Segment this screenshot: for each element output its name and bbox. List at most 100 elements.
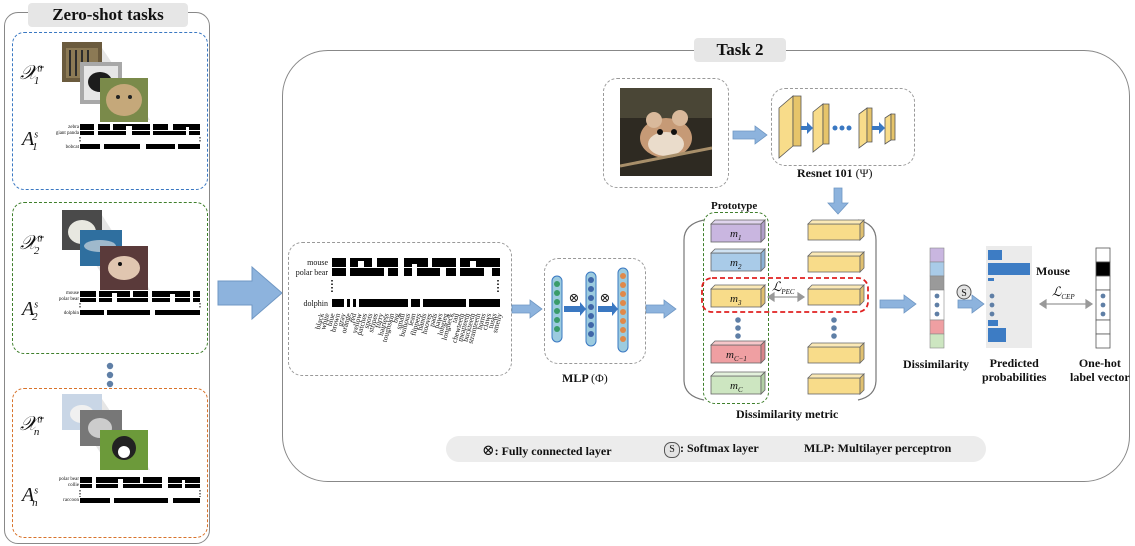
- legend-fc: ⊗: Fully connected layer: [482, 443, 612, 459]
- main-panel-title: Task 2: [694, 38, 786, 62]
- prototype-label-mc: mC: [730, 380, 743, 394]
- dissimilarity-metric-label: Dissimilarity metric: [736, 407, 839, 421]
- mouse-image: [620, 88, 712, 176]
- prototype-label: Prototype: [711, 200, 758, 212]
- task-1-box: [12, 32, 208, 190]
- attribute-label: pads: [427, 312, 439, 328]
- attribute-label: white: [318, 312, 331, 331]
- attribute-label: tail: [450, 312, 461, 324]
- mlp-layer-1: [551, 275, 563, 343]
- one-hot-vector: [1095, 247, 1111, 349]
- prototype-label-m1: m1: [730, 228, 741, 242]
- task-2-row-label-1: mouse: [66, 291, 80, 296]
- feature-ellipsis: [831, 317, 837, 339]
- prototype-ellipsis: [735, 317, 741, 339]
- task-n-attr-matrix: [80, 477, 200, 503]
- attr-row-label-polar-bear: polar bear: [296, 268, 329, 277]
- task-1-x-label: 𝒳tr1: [20, 62, 44, 87]
- prototype-block-mc1: [710, 340, 766, 364]
- legend-fc-symbol: ⊗: [482, 443, 495, 459]
- attribute-label: black: [313, 312, 326, 330]
- attribute-label: hands: [415, 312, 428, 331]
- task-n-a-label: Asn: [22, 484, 39, 509]
- dissimilarity-label: Dissimilarity: [903, 357, 969, 371]
- task-2-row-label-3: dolphin: [64, 311, 80, 316]
- prototype-label-m3: m3: [730, 293, 742, 307]
- mouse-label: Mouse: [1036, 264, 1070, 278]
- prototype-block-m3: [710, 284, 766, 308]
- arrow-image-to-resnet: [732, 125, 768, 145]
- task-1-row-label-3: bobcat: [66, 145, 80, 150]
- attribute-label: big: [390, 312, 401, 324]
- attribute-label: small: [394, 312, 407, 330]
- attr-row-label-dolphin: dolphin: [304, 299, 328, 308]
- task-1-row-label-2: giant panda: [56, 131, 80, 136]
- arrow-metric-to-dissimilarity: [879, 294, 917, 314]
- attribute-label: red: [347, 312, 358, 324]
- prototype-label-m2: m2: [730, 257, 742, 271]
- loss-pec-label: ℒPEC: [772, 279, 795, 296]
- task-1-image-stack: [62, 42, 150, 122]
- task-2-x-label: 𝒳tr2: [20, 232, 44, 257]
- pec-arrow: [766, 291, 806, 303]
- attribute-label: lean: [406, 312, 418, 327]
- task-2-attr-matrix: [80, 291, 200, 315]
- arrow-resnet-to-features: [827, 187, 849, 215]
- loss-cep-label: ℒCEP: [1052, 284, 1075, 301]
- attribute-label: horns: [475, 312, 488, 331]
- softmax-symbol-flow: [956, 284, 972, 300]
- fc-symbol-2: ⊗: [600, 290, 611, 305]
- prototype-block-m2: [710, 248, 766, 272]
- task-2-image-stack: [62, 210, 150, 290]
- attribute-label: furry: [373, 312, 386, 329]
- prototype-block-mc: [710, 371, 766, 395]
- feature-block-1: [807, 219, 865, 241]
- legend-softmax-symbol: S: [664, 442, 680, 458]
- attribute-label: tusks: [486, 312, 499, 329]
- legend-bar: [446, 436, 986, 462]
- attr-row-label-mouse: mouse: [307, 258, 328, 267]
- resnet-box: [771, 88, 915, 166]
- attribute-label: spots: [362, 312, 375, 329]
- task-1-attr-matrix: [80, 124, 200, 149]
- cep-arrow: [1038, 298, 1094, 310]
- task-n-image-stack: [62, 394, 150, 470]
- arrow-attr-to-mlp: [511, 299, 543, 319]
- big-arrow: [217, 265, 283, 321]
- mlp-graphic: ⊗ ⊗: [551, 267, 629, 353]
- attribute-label: gray: [335, 312, 347, 327]
- pec-highlight: [701, 277, 869, 313]
- feature-block-5: [807, 373, 865, 395]
- mlp-box: [544, 258, 646, 364]
- task-1-row-label-1: zebra: [68, 125, 80, 130]
- arrow-mlp-to-prototype: [645, 299, 677, 319]
- fc-symbol-1: ⊗: [569, 290, 580, 305]
- feature-block-4: [807, 342, 865, 364]
- mlp-label: MLP (Φ): [562, 371, 608, 385]
- prototype-label-mc1: mC−1: [726, 349, 747, 363]
- attribute-label: blue: [325, 312, 337, 327]
- task-2-a-label: As2: [22, 298, 39, 323]
- task-2-box: [12, 202, 208, 354]
- task-2-row-label-2: polar bear: [59, 297, 79, 302]
- feature-block-2: [807, 251, 865, 273]
- task-n-row-label-1: polar bear: [59, 477, 79, 482]
- left-panel-graphics: [62, 42, 201, 503]
- resnet-label: Resnet 101 (Ψ): [797, 166, 873, 180]
- task-n-row-label-2: collie: [68, 483, 80, 488]
- prototype-block-m1: [710, 219, 766, 243]
- input-image-box: [603, 78, 729, 188]
- feature-block-3: [807, 284, 865, 306]
- task-ellipsis-dots: [106, 362, 114, 388]
- left-panel-title: Zero-shot tasks: [28, 3, 188, 27]
- resnet-graphic: [778, 95, 896, 159]
- predicted-probability-bars: [988, 250, 1030, 342]
